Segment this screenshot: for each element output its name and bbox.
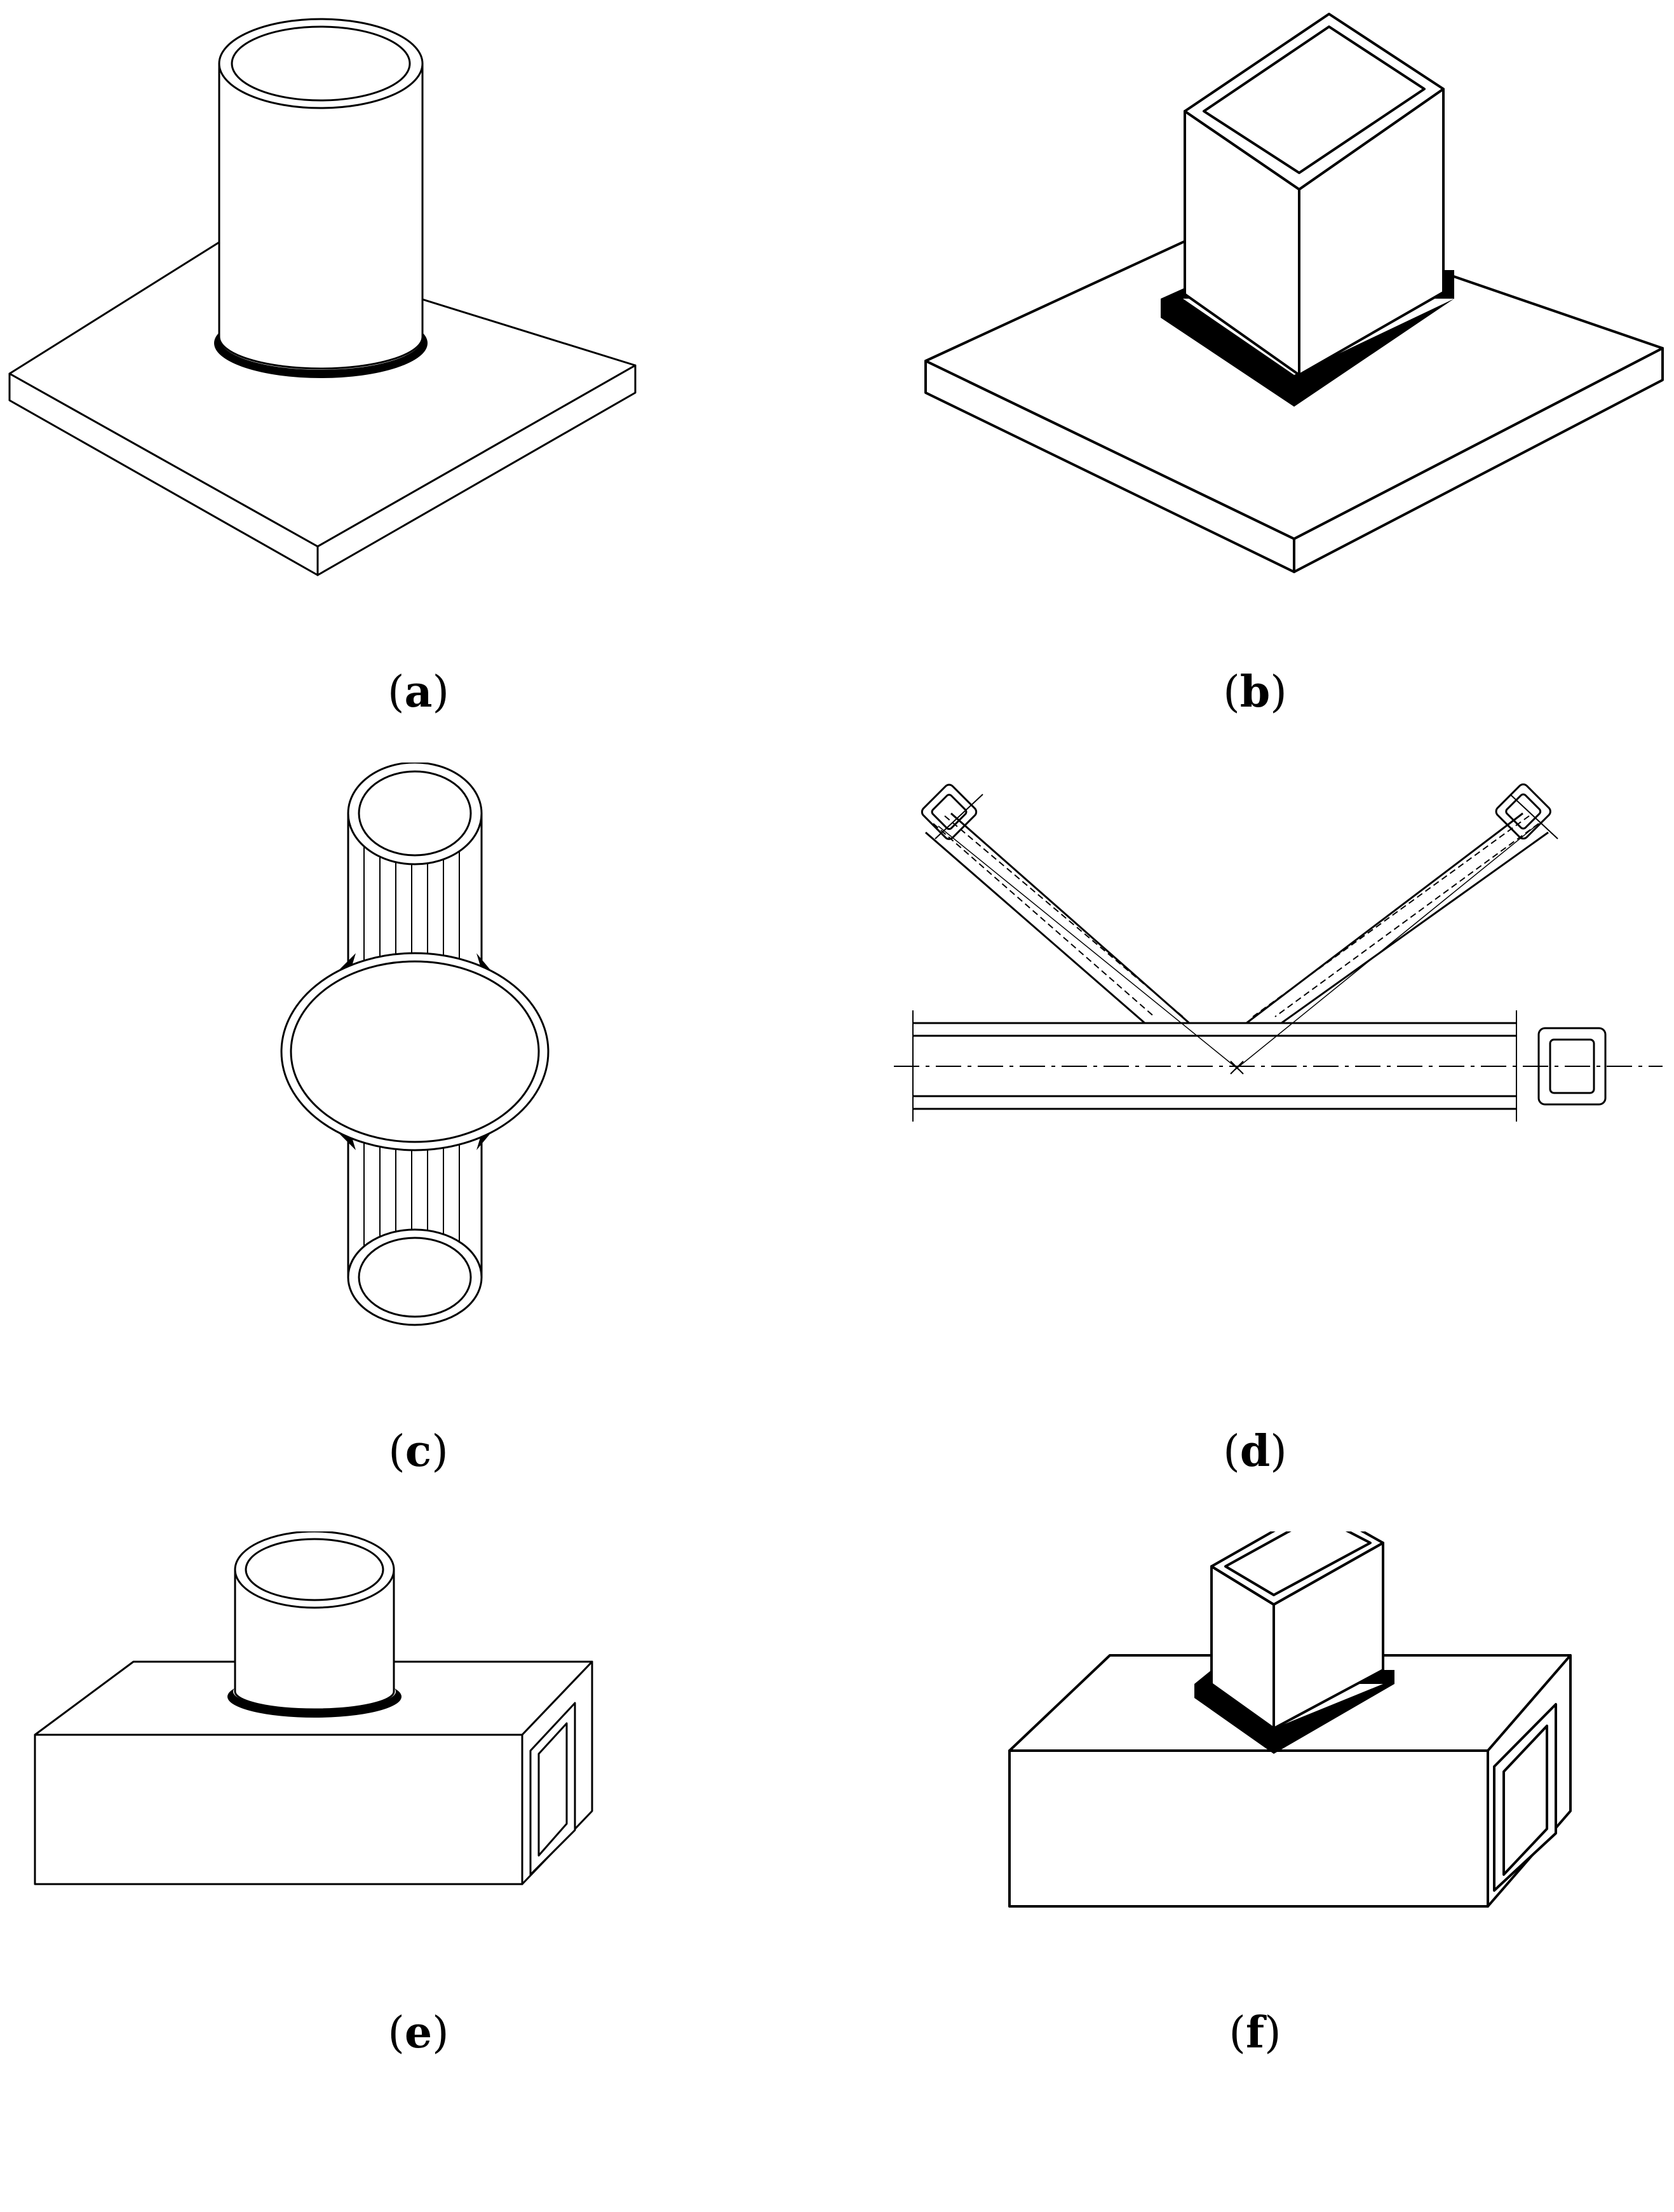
column-top-inner <box>1224 1531 1372 1596</box>
chord-end-opening-inner <box>1502 1725 1548 1876</box>
panel-caption-e: (e) <box>388 2007 449 2058</box>
upper-tube-end-inner <box>358 770 472 857</box>
tube-body <box>234 1568 395 1711</box>
panel-e: (e) <box>0 1531 837 2212</box>
panel-caption-a: (a) <box>387 667 450 717</box>
tube-top-inner <box>231 25 411 102</box>
right-brace-edge <box>1281 831 1549 1024</box>
chord-end-opening-inner <box>537 1722 568 1857</box>
lower-tube-end-inner <box>358 1237 472 1318</box>
chord-section-outer <box>1537 1027 1607 1106</box>
column-top-inner <box>1203 25 1426 174</box>
circular-column-base-plate-drawing <box>8 18 637 576</box>
panel-caption-b: (b) <box>1223 667 1287 717</box>
left-brace-edge <box>925 831 1145 1024</box>
panel-a: (a) <box>0 0 837 714</box>
base-plate-side <box>1293 347 1664 573</box>
plate-disk-inner <box>290 960 540 1143</box>
panel-f: (f) <box>837 1531 1673 2212</box>
tube-body <box>218 62 424 370</box>
panel-d: (d) <box>837 763 1673 1474</box>
right-brace-section <box>1495 783 1551 840</box>
panel-caption-d: (d) <box>1223 1426 1287 1477</box>
chord-front-face <box>34 1734 523 1885</box>
k-joint-elevation-drawing <box>894 783 1663 1122</box>
tube-through-plate-drawing <box>280 763 550 1326</box>
square-branch-on-rhs-drawing <box>1008 1531 1572 1908</box>
panel-caption-c: (c) <box>388 1426 449 1477</box>
base-plate-side <box>316 364 637 576</box>
panel-caption-f: (f) <box>1229 2007 1281 2058</box>
chord-section-inner <box>1549 1038 1595 1094</box>
chord-front-face <box>1008 1749 1489 1908</box>
panel-b: (b) <box>837 0 1673 714</box>
square-column-base-plate-drawing <box>924 13 1664 573</box>
circular-branch-on-rhs-drawing <box>34 1531 593 1885</box>
panel-c: (c) <box>0 763 837 1474</box>
left-brace-section <box>921 784 978 840</box>
tube-top-inner <box>245 1538 384 1601</box>
